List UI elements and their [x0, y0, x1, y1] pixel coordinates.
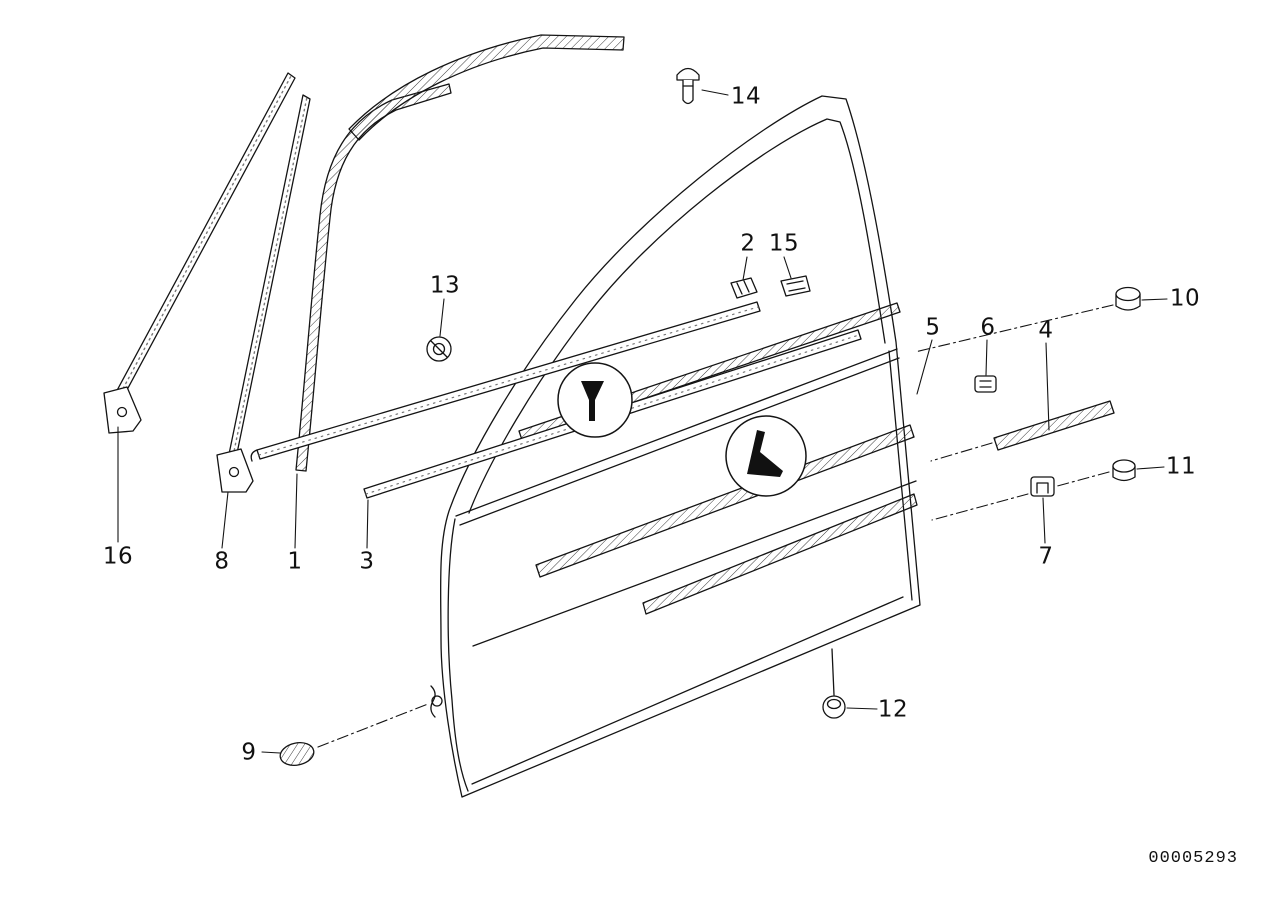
callout-11: 11	[1165, 453, 1197, 480]
part-top-seal	[348, 34, 625, 141]
callout-10: 10	[1169, 285, 1201, 312]
callout-7: 7	[1038, 543, 1054, 570]
callout-12: 12	[877, 696, 909, 723]
callout-8: 8	[214, 548, 230, 575]
part-clip-15	[780, 275, 811, 297]
detail-circle-2	[725, 415, 807, 497]
leader-lines	[117, 89, 1168, 754]
callout-5: 5	[925, 314, 941, 341]
callout-1: 1	[287, 548, 303, 575]
callout-9: 9	[241, 739, 257, 766]
part-rivet	[676, 67, 700, 105]
callout-2: 2	[740, 230, 756, 257]
callout-13: 13	[429, 272, 461, 299]
part-screw-13	[426, 336, 452, 362]
callout-14: 14	[730, 83, 762, 110]
detail-circle-1	[557, 362, 633, 438]
part-clip-2	[730, 277, 758, 299]
part-clip-7	[1030, 476, 1055, 497]
callout-4: 4	[1038, 317, 1054, 344]
part-grommet-11	[1112, 459, 1136, 482]
callout-6: 6	[980, 314, 996, 341]
part-glass-run-channel	[295, 83, 452, 472]
part-door-mouldings	[535, 424, 918, 615]
diagram-number: 00005293	[1148, 849, 1238, 868]
center-lines	[317, 304, 1114, 748]
part-clip-6	[974, 375, 997, 393]
part-plug-9	[279, 742, 315, 766]
part-window-frame-front	[103, 72, 296, 434]
part-side-moulding	[993, 400, 1115, 451]
part-grommet-10	[1115, 286, 1141, 311]
callout-3: 3	[359, 548, 375, 575]
callout-16: 16	[102, 543, 134, 570]
callout-15: 15	[768, 230, 800, 257]
part-door-shell	[430, 95, 921, 798]
part-window-frame-rear	[216, 94, 311, 493]
part-grommet-12	[822, 648, 846, 719]
